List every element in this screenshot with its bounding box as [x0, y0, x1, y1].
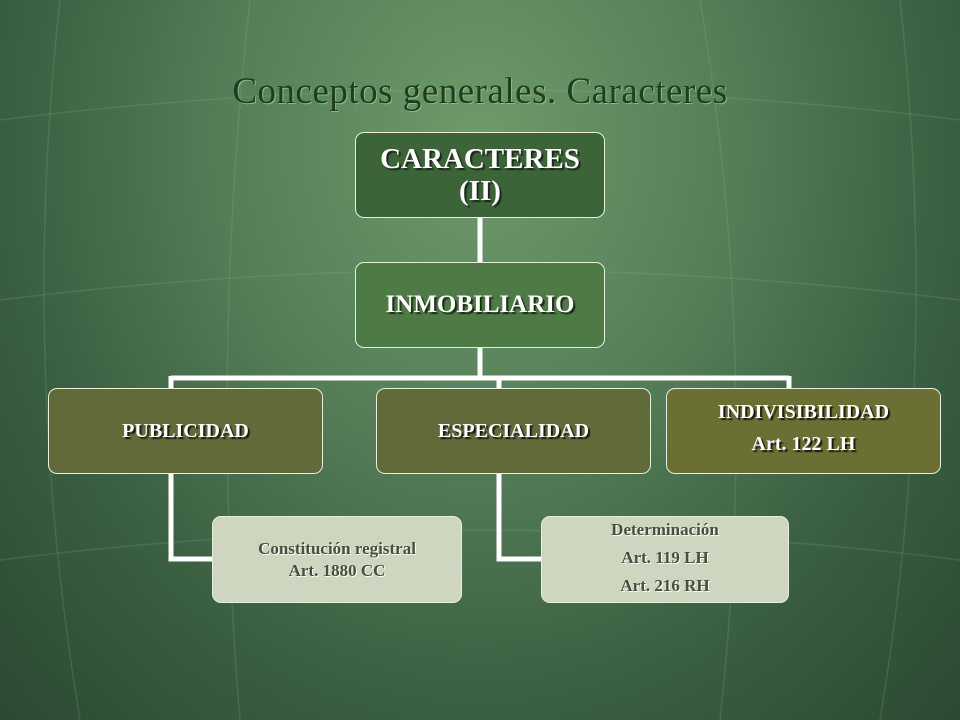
leaf-determinacion-line1: Determinación: [611, 520, 719, 539]
node-determinacion: Determinación Art. 119 LH Art. 216 RH: [541, 516, 789, 603]
node-inmobiliario-label: INMOBILIARIO: [385, 291, 575, 318]
leaf-determinacion-line2: Art. 119 LH: [621, 548, 709, 567]
node-especialidad: ESPECIALIDAD: [376, 388, 651, 474]
leaf-constitucion-line1: Constitución registral: [258, 538, 416, 558]
node-caracteres: CARACTERES (II): [355, 132, 605, 218]
slide-title: Conceptos generales. Caracteres: [232, 71, 728, 112]
node-caracteres-line2: (II): [459, 175, 501, 207]
node-indivisibilidad-sub: Art. 122 LH: [751, 433, 856, 455]
node-indivisibilidad-label: INDIVISIBILIDAD: [717, 401, 890, 423]
node-inmobiliario: INMOBILIARIO: [355, 262, 605, 348]
node-publicidad: PUBLICIDAD: [48, 388, 323, 474]
leaf-constitucion-line2: Art. 1880 CC: [288, 560, 386, 580]
node-publicidad-label: PUBLICIDAD: [122, 420, 249, 442]
node-constitucion-registral: Constitución registral Art. 1880 CC: [212, 516, 462, 603]
leaf-determinacion-line3: Art. 216 RH: [620, 576, 710, 595]
node-especialidad-label: ESPECIALIDAD: [437, 420, 590, 442]
node-indivisibilidad: INDIVISIBILIDAD Art. 122 LH: [666, 388, 941, 474]
node-caracteres-line1: CARACTERES: [380, 143, 580, 175]
